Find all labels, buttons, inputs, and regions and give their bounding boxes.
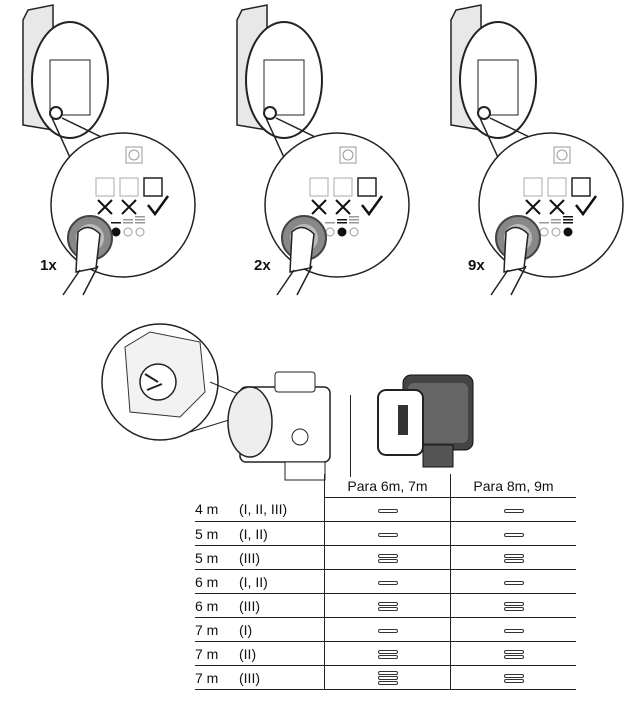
press-count-label: 9x — [468, 257, 485, 274]
cross-icon — [525, 199, 541, 215]
pressure-bars-icon — [377, 601, 398, 612]
step-panel-2: 2x — [222, 0, 422, 300]
col2-indicator-cell — [450, 497, 576, 522]
col1-indicator-cell — [324, 497, 451, 522]
pump-head-icon — [22, 4, 109, 139]
pressure-bars-icon — [503, 580, 524, 586]
cross-icon — [121, 199, 137, 215]
col1-indicator-cell — [324, 545, 451, 570]
check-icon — [575, 195, 598, 217]
height-cell: 7 m — [195, 641, 239, 666]
pressure-bars-icon — [503, 649, 524, 660]
col1-indicator-cell — [324, 617, 451, 642]
cross-icon — [97, 199, 113, 215]
pump-photo-illustration — [377, 374, 474, 468]
col1-indicator-cell — [324, 521, 451, 546]
pressure-bars-icon — [377, 508, 398, 514]
check-icon — [147, 195, 170, 217]
height-cell: 5 m — [195, 521, 239, 546]
pressure-bars-icon — [503, 601, 524, 612]
step-illustration — [450, 4, 624, 296]
press-count-label: 1x — [40, 257, 57, 274]
settings-table: Para 6m, 7m Para 8m, 9m 4 m(I, II, III)5… — [195, 474, 576, 690]
pump-detail-illustration — [101, 323, 331, 481]
setting-cell: (III) — [239, 593, 325, 618]
finger-press-icon — [276, 215, 327, 296]
setting-cell: (III) — [239, 545, 325, 570]
pressure-bars-icon — [377, 649, 398, 660]
col2-indicator-cell — [450, 641, 576, 666]
height-cell: 6 m — [195, 593, 239, 618]
column-header: Para 8m, 9m — [450, 474, 576, 498]
step-panel-3: 9x — [436, 0, 636, 300]
cross-icon — [311, 199, 327, 215]
step-panel-1: 1x — [8, 0, 208, 300]
col2-indicator-cell — [450, 545, 576, 570]
cross-icon — [549, 199, 565, 215]
col2-indicator-cell — [450, 617, 576, 642]
control-mode-icons — [95, 177, 163, 197]
table-row: 7 m(III) — [195, 665, 576, 690]
pump-body-icon — [227, 371, 331, 481]
pressure-bars-icon — [503, 532, 524, 538]
pressure-bars-icon — [503, 553, 524, 564]
table-row: 5 m(I, II) — [195, 521, 576, 546]
finger-press-icon — [62, 215, 113, 296]
table-row: 5 m(III) — [195, 545, 576, 570]
col2-indicator-cell — [450, 569, 576, 594]
pump-head-icon — [236, 4, 323, 139]
pressure-indicator-icon — [325, 216, 359, 237]
pump-head-icon — [450, 4, 537, 139]
pressure-indicator-icon — [539, 216, 573, 237]
pressure-bars-icon — [377, 628, 398, 634]
table-row: 6 m(III) — [195, 593, 576, 618]
table-row: 7 m(II) — [195, 641, 576, 666]
col2-indicator-cell — [450, 593, 576, 618]
setting-cell: (III) — [239, 665, 325, 690]
col1-indicator-cell — [324, 593, 451, 618]
col1-indicator-cell — [324, 665, 451, 690]
pressure-bars-icon — [377, 553, 398, 564]
step-illustration — [22, 4, 196, 296]
check-icon — [361, 195, 384, 217]
press-count-label: 2x — [254, 257, 271, 274]
table-row: 6 m(I, II) — [195, 569, 576, 594]
height-cell: 7 m — [195, 617, 239, 642]
pressure-bars-icon — [503, 673, 524, 684]
control-panel-magnified — [264, 132, 410, 278]
step-illustration — [236, 4, 410, 296]
column-divider — [350, 395, 351, 477]
pressure-bars-icon — [377, 670, 398, 686]
control-mode-icons — [523, 177, 591, 197]
table-row: 4 m(I, II, III) — [195, 497, 576, 522]
col2-indicator-cell — [450, 665, 576, 690]
col2-indicator-cell — [450, 521, 576, 546]
setting-cell: (II) — [239, 641, 325, 666]
cross-icon — [335, 199, 351, 215]
height-cell: 7 m — [195, 665, 239, 690]
col1-indicator-cell — [324, 569, 451, 594]
height-cell: 4 m — [195, 497, 239, 522]
height-cell: 5 m — [195, 545, 239, 570]
setting-cell: (I, II) — [239, 521, 325, 546]
setting-cell: (I) — [239, 617, 325, 642]
control-panel-magnified — [50, 132, 196, 278]
col1-indicator-cell — [324, 641, 451, 666]
pressure-bars-icon — [503, 628, 524, 634]
pressure-bars-icon — [503, 508, 524, 514]
height-cell: 6 m — [195, 569, 239, 594]
control-panel-magnified — [478, 132, 624, 278]
setting-cell: (I, II) — [239, 569, 325, 594]
table-row: 7 m(I) — [195, 617, 576, 642]
control-mode-icons — [309, 177, 377, 197]
setting-cell: (I, II, III) — [239, 497, 325, 522]
pressure-bars-icon — [377, 580, 398, 586]
column-header: Para 6m, 7m — [324, 474, 451, 498]
finger-press-icon — [490, 215, 541, 296]
pressure-bars-icon — [377, 532, 398, 538]
